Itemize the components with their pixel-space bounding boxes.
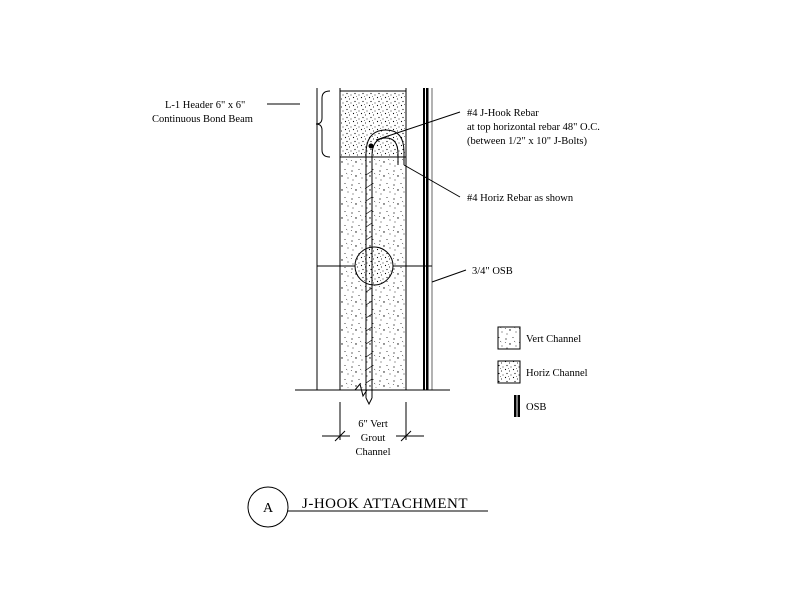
callout-horiz-rebar: #4 Horiz Rebar as shown	[403, 164, 574, 204]
callout-j-hook: #4 J-Hook Rebar at top horizontal rebar …	[375, 108, 600, 147]
callout-header: L-1 Header 6" x 6" Continuous Bond Beam	[152, 90, 331, 158]
detail-mark: A	[263, 501, 274, 516]
callout-osb: 3/4" OSB	[431, 266, 513, 283]
j-hook-label-line2: at top horizontal rebar 48" O.C.	[467, 122, 600, 133]
legend-osb: OSB	[526, 402, 546, 413]
dimension-line2: Grout	[361, 433, 386, 444]
dimension-grout-channel: 6" Vert Grout Channel	[322, 402, 424, 458]
legend-horiz-channel: Horiz Channel	[526, 368, 588, 379]
header-label-line2: Continuous Bond Beam	[152, 114, 253, 125]
dimension-line1: 6" Vert	[358, 419, 388, 430]
legend: Vert Channel Horiz Channel OSB	[497, 326, 588, 417]
j-hook-rebar	[365, 129, 405, 406]
j-hook-label-line1: #4 J-Hook Rebar	[467, 108, 539, 119]
dimension-line3: Channel	[356, 447, 391, 458]
detail-title-text: J-HOOK ATTACHMENT	[302, 496, 468, 512]
horiz-rebar	[354, 246, 394, 286]
legend-swatch-vert	[497, 326, 521, 350]
j-hook-label-line3: (between 1/2" x 10" J-Bolts)	[467, 136, 587, 147]
osb-label: 3/4" OSB	[472, 266, 513, 277]
detail-title: A J-HOOK ATTACHMENT	[247, 486, 488, 528]
legend-swatch-horiz	[497, 360, 521, 384]
header-label-line1: L-1 Header 6" x 6"	[165, 100, 245, 111]
legend-vert-channel: Vert Channel	[526, 334, 581, 345]
wall-section	[295, 88, 450, 406]
horiz-rebar-label: #4 Horiz Rebar as shown	[467, 193, 574, 204]
